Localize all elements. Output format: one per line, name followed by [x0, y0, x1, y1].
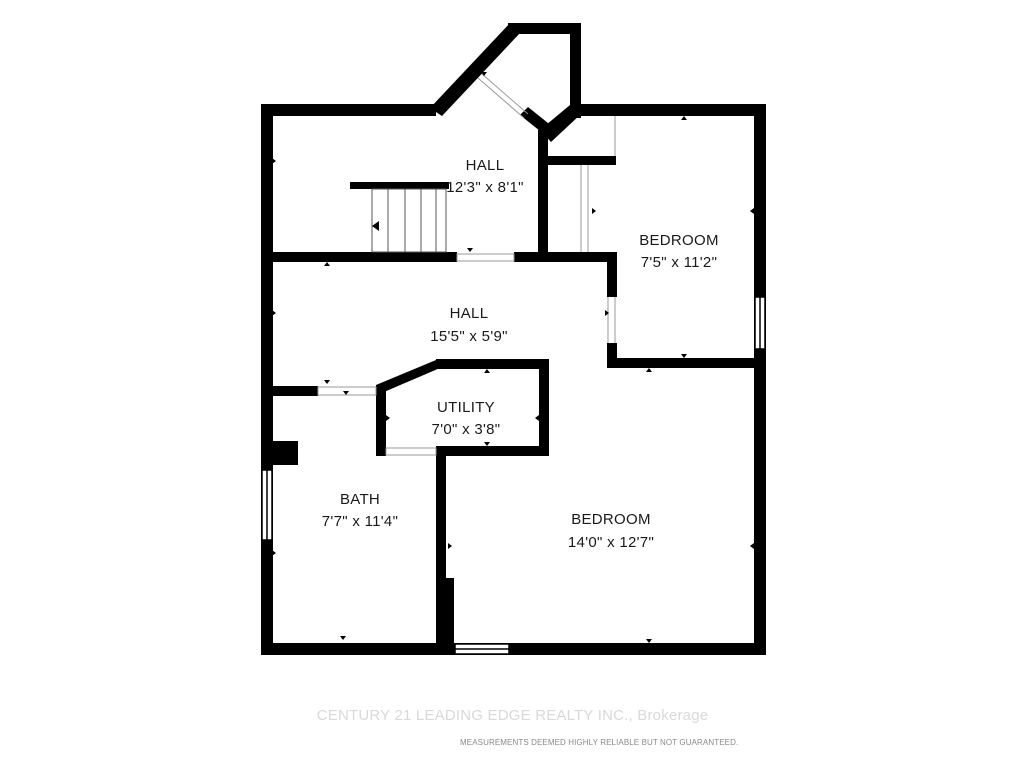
- room-name-hall-middle: HALL: [450, 305, 489, 322]
- stairs: [371, 188, 447, 253]
- wall-left: [261, 104, 273, 655]
- room-dims-hall-upper: 12'3" x 8'1": [446, 179, 524, 196]
- wall-utility-right: [539, 359, 549, 455]
- wall-closet-corner: [540, 105, 581, 142]
- wall-utility-top: [436, 359, 549, 369]
- wall-utility-top-diagonal: [376, 360, 440, 392]
- room-name-bedroom-upper: BEDROOM: [639, 232, 719, 249]
- room-name-utility: UTILITY: [437, 399, 495, 416]
- wall-top-right: [575, 104, 766, 116]
- room-dims-hall-middle: 15'5" x 5'9": [430, 328, 508, 345]
- wall-utility-bottom: [436, 446, 549, 456]
- wall-hall-divider-right: [514, 252, 616, 262]
- wall-bay-top: [508, 23, 581, 34]
- room-dims-bedroom-upper: 7'5" x 11'2": [641, 254, 717, 271]
- room-labels: HALL 12'3" x 8'1" BEDROOM 7'5" x 11'2" H…: [322, 157, 719, 551]
- room-dims-bedroom-lower: 14'0" x 12'7": [568, 534, 654, 551]
- room-dims-utility: 7'0" x 3'8": [432, 421, 501, 438]
- measurement-disclaimer: MEASUREMENTS DEEMED HIGHLY RELIABLE BUT …: [460, 738, 739, 747]
- wall-right: [754, 104, 766, 655]
- dimension-markers: [272, 72, 754, 643]
- wall-hall-divider-left: [261, 252, 457, 262]
- wall-bedroom-upper-bottom: [607, 358, 766, 368]
- wall-bedroom-upper-left: [607, 252, 617, 297]
- wall-bay-left-diagonal: [430, 23, 520, 116]
- wall-hall-closet: [538, 130, 548, 262]
- wall-top-left: [261, 104, 436, 116]
- room-name-bedroom-lower: BEDROOM: [571, 511, 651, 528]
- room-dims-bath: 7'7" x 11'4": [322, 513, 398, 530]
- doors: [317, 73, 616, 456]
- stair-arrow-icon: [372, 221, 379, 231]
- windows: [261, 296, 766, 655]
- wall-bath-top-left: [261, 386, 318, 396]
- walls: [261, 23, 766, 655]
- wall-utility-left: [376, 385, 386, 456]
- wall-bath-bedroom: [436, 446, 446, 655]
- wall-bay-right: [570, 23, 581, 118]
- room-name-bath: BATH: [340, 491, 380, 508]
- room-name-hall-upper: HALL: [466, 157, 505, 174]
- wall-bottom: [261, 643, 766, 655]
- stair-rail: [350, 182, 449, 189]
- brokerage-watermark: CENTURY 21 LEADING EDGE REALTY INC., Bro…: [316, 707, 709, 724]
- wall-bedroom-upper-left-lower: [607, 343, 617, 367]
- wall-closet-shelf: [548, 156, 616, 165]
- wall-bath-bedroom-thick: [442, 578, 454, 648]
- chimney-block: [273, 441, 298, 465]
